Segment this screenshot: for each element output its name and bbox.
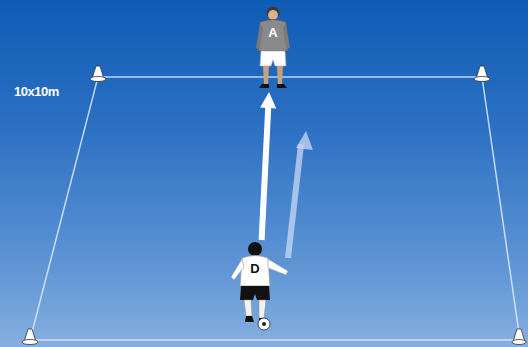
player-figure: A (253, 4, 293, 90)
run-arrow (285, 131, 313, 258)
area-dimension: 10x10m (14, 84, 59, 99)
cones (22, 66, 526, 345)
player-drawing (228, 240, 298, 332)
player-letter: D (228, 240, 282, 275)
player-drawing (253, 4, 293, 90)
player-figure: D (228, 240, 298, 332)
grid-lines (30, 77, 520, 340)
player-letter: A (253, 4, 293, 39)
pass-arrow (260, 92, 276, 240)
